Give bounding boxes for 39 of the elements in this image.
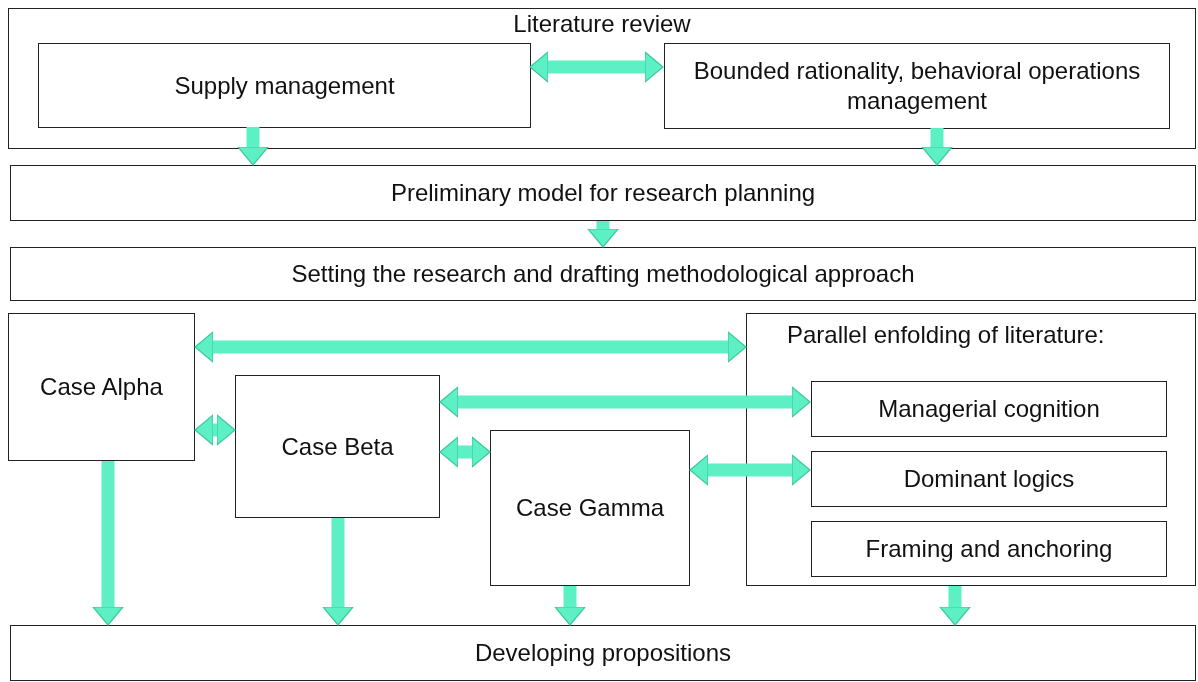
process-box [10,165,1196,221]
double-arrow [194,414,236,446]
box-label: Bounded rationality, behavioral operations management [692,56,1142,116]
double-arrow [439,436,491,468]
box-label: Preliminary model for research planning [390,178,816,208]
box-label: Case Beta [281,431,394,462]
process-box [490,430,690,586]
box-label: Developing propositions [474,638,732,668]
process-box [38,43,531,128]
process-box [811,451,1167,507]
group-box [746,313,1196,586]
group-box [8,8,1196,149]
process-box [811,381,1167,437]
process-box [8,313,195,461]
box-label: Framing and anchoring [865,534,1113,564]
box-label: Dominant logics [903,464,1075,494]
process-box [235,375,440,518]
arrow [587,221,619,248]
group-heading: Literature review [512,9,692,39]
double-arrow [194,331,747,363]
box-label: Managerial cognition [878,394,1100,424]
box-label: Case Alpha [40,372,163,402]
arrow [921,128,953,166]
box-label: Setting the research and drafting methodological approach [291,259,915,289]
process-box [811,521,1167,577]
process-box [664,43,1170,129]
arrow [92,461,124,626]
box-label: Case Gamma [515,493,664,523]
box-label: Supply management [174,70,395,101]
double-arrow [439,386,811,418]
group-heading: Parallel enfolding of literature: [787,320,1105,350]
double-arrow [689,454,811,486]
arrow [322,518,354,626]
process-box [10,247,1196,301]
process-box [10,625,1196,681]
arrow [554,586,586,626]
arrow [237,127,269,166]
arrow [939,586,971,626]
double-arrow [529,51,664,83]
